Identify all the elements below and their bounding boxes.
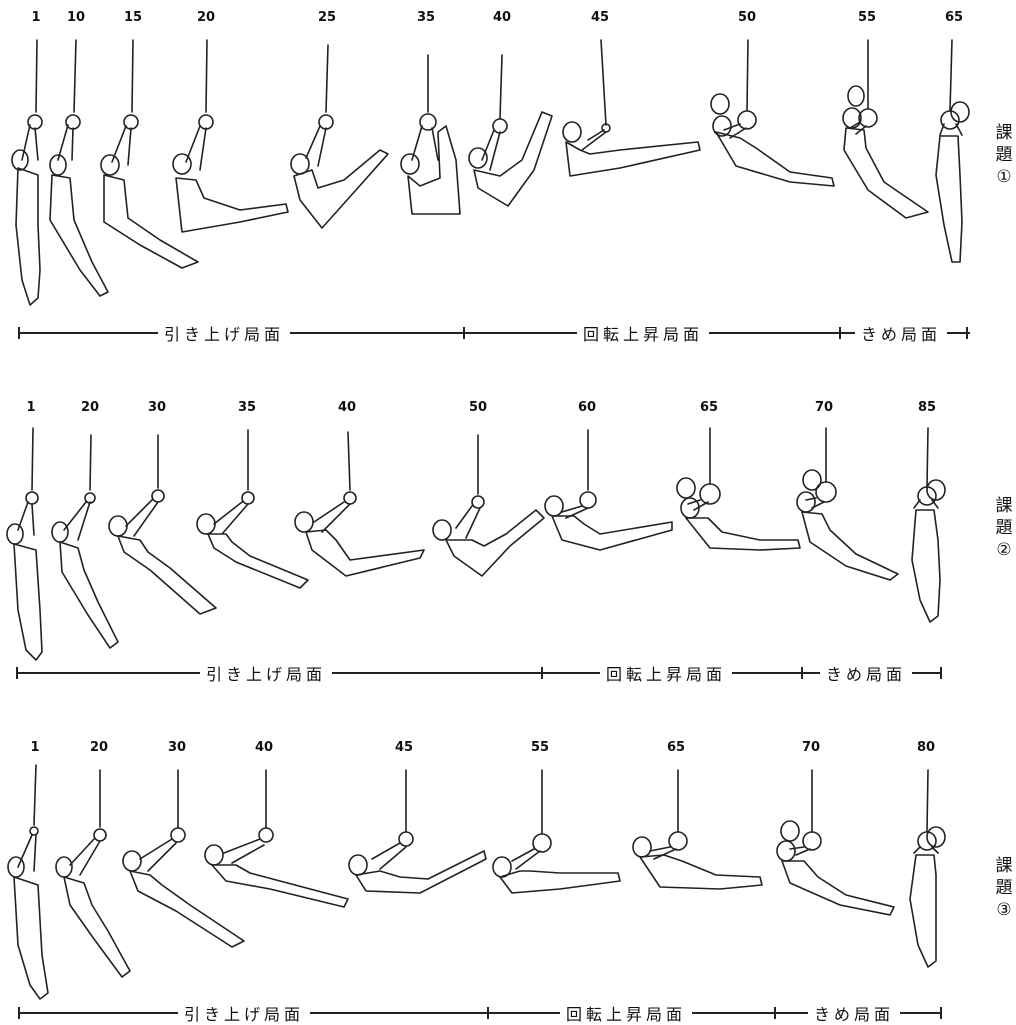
gymnast-figure [633, 770, 762, 889]
phase-tick [940, 1007, 942, 1019]
task-label: 課 題 ③ [993, 855, 1015, 921]
gymnast-figure [123, 770, 244, 947]
gymnast-figure [910, 770, 945, 967]
gymnast-figure [8, 765, 48, 999]
frame-number: 20 [90, 740, 108, 755]
frame-number: 55 [531, 740, 549, 755]
phase-label-finish: きめ局面 [808, 1001, 900, 1025]
gymnast-figure [777, 770, 894, 915]
phase-label-pull-up: 引き上げ局面 [178, 1001, 310, 1025]
gymnast-figure [493, 770, 620, 893]
frame-number: 70 [802, 740, 820, 755]
phase-tick [18, 1007, 20, 1019]
gymnast-sequence-task-3 [0, 755, 1016, 1015]
phase-tick [487, 1007, 489, 1019]
gymnast-figure [205, 770, 348, 907]
frame-number: 65 [667, 740, 685, 755]
frame-number: 1 [30, 740, 39, 755]
frame-number: 30 [168, 740, 186, 755]
gymnast-figure [56, 770, 130, 977]
phase-tick [774, 1007, 776, 1019]
frame-number: 40 [255, 740, 273, 755]
frame-number: 80 [917, 740, 935, 755]
phase-label-rotation: 回転上昇局面 [560, 1001, 692, 1025]
gymnast-figure [349, 770, 486, 893]
phase-timeline [18, 1012, 942, 1014]
frame-number: 45 [395, 740, 413, 755]
